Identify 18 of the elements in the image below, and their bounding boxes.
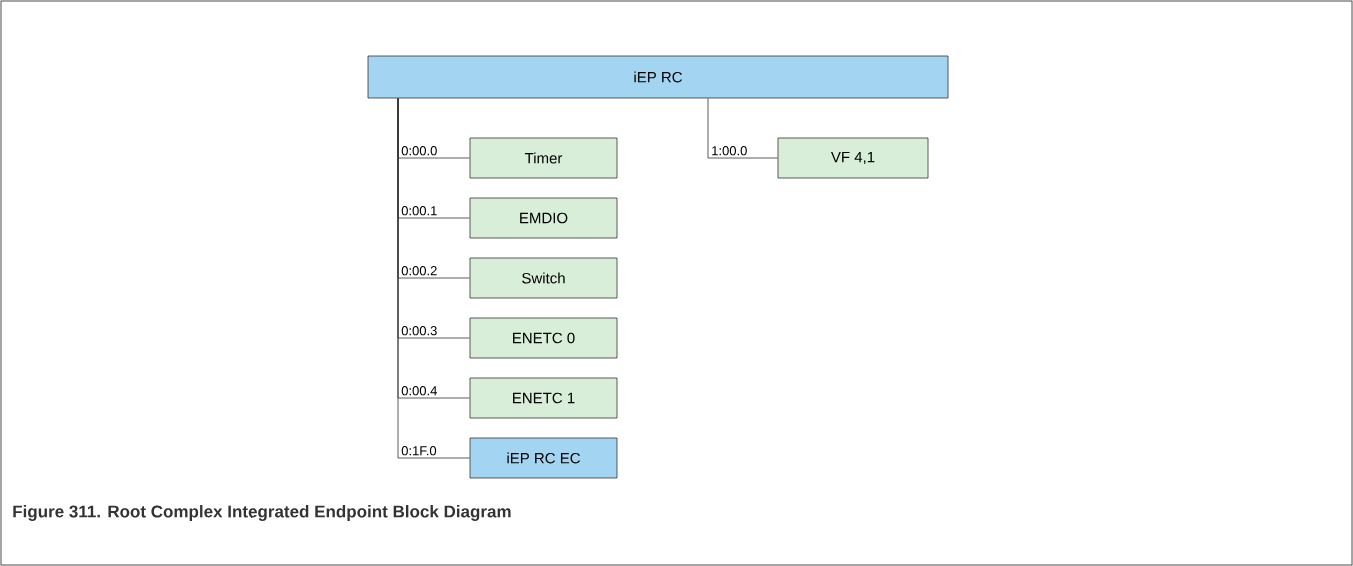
connector-line xyxy=(397,98,470,459)
block-box: ENETC 1 xyxy=(469,377,618,419)
block-box: VF 4,1 xyxy=(777,137,929,179)
edge-label: 0:00.3 xyxy=(400,325,439,337)
block-box: Switch xyxy=(469,257,618,299)
edge-label: 0:00.4 xyxy=(400,385,439,397)
block-box: iEP RC xyxy=(367,55,949,99)
block-box: EMDIO xyxy=(469,197,618,239)
figure-caption: Figure 311. Root Complex Integrated Endpoint Block Diagram xyxy=(13,505,511,521)
edge-label: 0:00.2 xyxy=(400,265,439,277)
edge-label: 0:1F.0 xyxy=(400,445,438,457)
edge-label: 0:00.1 xyxy=(400,205,439,217)
block-box: ENETC 0 xyxy=(469,317,618,359)
edge-label: 0:00.0 xyxy=(400,145,439,157)
block-box: Timer xyxy=(469,137,618,179)
edge-label: 1:00.0 xyxy=(710,145,749,157)
connector-line xyxy=(707,98,778,159)
block-box: iEP RC EC xyxy=(469,437,618,479)
